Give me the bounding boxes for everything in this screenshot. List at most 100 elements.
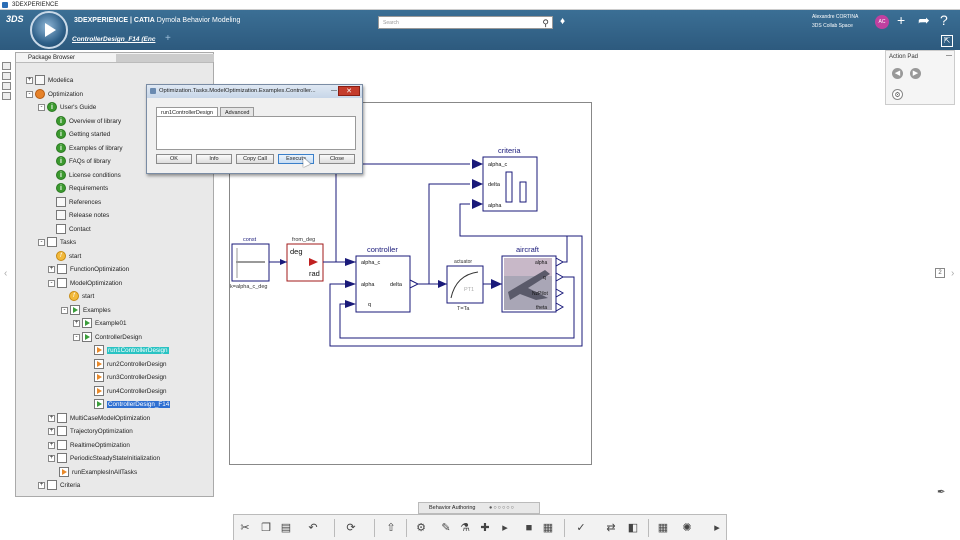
tree-node-run2[interactable]: run2ControllerDesign bbox=[94, 359, 167, 371]
actuator-label: actuator bbox=[454, 259, 472, 265]
tag-icon[interactable]: ♦ bbox=[560, 16, 566, 27]
tree-node-functionoptimization[interactable]: +FunctionOptimization bbox=[48, 264, 130, 275]
tree-node-references[interactable]: References bbox=[56, 197, 101, 209]
book-icon bbox=[56, 197, 66, 208]
check-icon[interactable]: ✎ bbox=[441, 522, 451, 534]
tree-node-run3[interactable]: run3ControllerDesign bbox=[94, 372, 167, 384]
settings-icon[interactable]: ⚙ bbox=[892, 89, 903, 100]
aircraft-out-q: q bbox=[543, 275, 546, 281]
close-button[interactable]: Close bbox=[319, 154, 355, 164]
cut-icon[interactable]: ✂ bbox=[240, 522, 250, 534]
execute-button[interactable]: Execute bbox=[278, 154, 314, 164]
aircraft-label: aircraft bbox=[516, 245, 540, 254]
next-icon[interactable]: ▸ bbox=[502, 522, 508, 534]
connect-icon[interactable]: ⇄ bbox=[606, 522, 616, 534]
side-panel-icon[interactable]: 2 bbox=[935, 268, 945, 278]
strip-button[interactable] bbox=[2, 82, 11, 90]
copy-call-button[interactable]: Copy Call bbox=[236, 154, 274, 164]
ok-button[interactable]: OK bbox=[156, 154, 192, 164]
tree-node-modeloptimization[interactable]: -ModelOptimization bbox=[48, 278, 122, 290]
user-info[interactable]: Alexandre CORTINA 3DS Collab Space bbox=[812, 14, 859, 29]
tab-controllerdesign-f14[interactable]: ControllerDesign_F14 (Enc bbox=[72, 36, 156, 43]
action-pad-collapse-icon[interactable]: — bbox=[946, 53, 952, 59]
package-icon bbox=[57, 278, 67, 289]
help-icon[interactable]: ? bbox=[940, 12, 948, 28]
simulate-icon[interactable]: ⚙ bbox=[416, 522, 426, 534]
brand-title: 3DEXPERIENCE | CATIA Dymola Behavior Mod… bbox=[74, 17, 241, 24]
tree-node-examples[interactable]: -Examples bbox=[61, 305, 111, 317]
step-icon[interactable]: ▦ bbox=[542, 522, 554, 534]
strip-button[interactable] bbox=[2, 92, 11, 100]
tree-node-trajectory[interactable]: +TrajectoryOptimization bbox=[48, 426, 133, 437]
ds-icon[interactable]: ✺ bbox=[682, 522, 692, 534]
tree-node-periodic[interactable]: +PeriodicSteadyStateInitialization bbox=[48, 453, 160, 464]
tree-node-runexamples[interactable]: runExamplesInAllTasks bbox=[59, 467, 137, 479]
page-dots-icon[interactable]: ●○○○○○ bbox=[489, 505, 515, 511]
tree-node-controllerdesign[interactable]: -ControllerDesign bbox=[73, 332, 142, 344]
info-button[interactable]: Info bbox=[196, 154, 232, 164]
tree-node-tasks[interactable]: -Tasks bbox=[38, 237, 76, 249]
compass-icon[interactable] bbox=[30, 11, 68, 49]
experiment-icon[interactable]: ⚗ bbox=[460, 522, 470, 534]
forward-icon[interactable]: ▶ bbox=[910, 68, 921, 79]
left-nav-arrow-icon[interactable]: ‹ bbox=[4, 268, 8, 279]
minimize-icon[interactable]: — bbox=[331, 88, 337, 94]
diagram-icon[interactable]: ◧ bbox=[627, 522, 639, 534]
info-icon: i bbox=[56, 143, 66, 154]
strip-button[interactable] bbox=[2, 62, 11, 70]
controller-in-q: q bbox=[368, 302, 371, 308]
update-icon[interactable]: ⟳ bbox=[346, 522, 356, 534]
tree-node-controllerdesign-f14[interactable]: ControllerDesign_F14 bbox=[94, 399, 171, 411]
undo-icon[interactable]: ↶ bbox=[308, 522, 318, 534]
copy-icon[interactable]: ❐ bbox=[261, 522, 271, 534]
action-bar: ✂ ❐ ▤ ↶ ⟳ ⇧ ⚙ ✎ ⚗ ✚ ▸ ■ ▦ ✓ ⇄ ◧ ▦ ✺ ▸ bbox=[233, 514, 727, 540]
tree-node-multicase[interactable]: +MultiCaseModelOptimization bbox=[48, 413, 151, 424]
tree-node-criteria[interactable]: +Criteria bbox=[38, 480, 81, 491]
dialog-close-button[interactable]: ✕ bbox=[338, 86, 360, 96]
tree-node-run1[interactable]: run1ControllerDesign bbox=[94, 345, 169, 357]
strip-button[interactable] bbox=[2, 72, 11, 80]
tree-node-realtime[interactable]: +RealtimeOptimization bbox=[48, 440, 130, 451]
add-icon[interactable]: + bbox=[897, 12, 906, 28]
criteria-in-alpha-c: alpha_c bbox=[488, 162, 508, 168]
tree-node-run4[interactable]: run4ControllerDesign bbox=[94, 386, 167, 398]
horizontal-scrollbar[interactable] bbox=[116, 54, 214, 62]
back-icon[interactable]: ◀ bbox=[892, 68, 903, 79]
stop-icon[interactable]: ■ bbox=[525, 522, 533, 534]
tools-icon[interactable]: ▦ bbox=[657, 522, 669, 534]
share-icon[interactable]: ➦ bbox=[918, 12, 930, 28]
plot-icon[interactable]: ✚ bbox=[480, 522, 490, 534]
dialog-title[interactable]: Optimization.Tasks.ModelOptimization.Exa… bbox=[147, 85, 362, 98]
right-nav-arrow-icon[interactable]: › bbox=[951, 268, 955, 279]
function-icon: f bbox=[69, 291, 79, 302]
tree-node-release-notes[interactable]: Release notes bbox=[56, 210, 109, 222]
actuator-block[interactable] bbox=[446, 265, 484, 304]
search-icon[interactable]: ⚲ bbox=[542, 18, 549, 28]
tree-node-modelica[interactable]: +Modelica bbox=[26, 75, 74, 86]
tree-node-example01[interactable]: +Example01 bbox=[73, 318, 127, 329]
new-tab-icon[interactable]: + bbox=[165, 33, 171, 44]
package-icon bbox=[57, 413, 67, 424]
expand-icon[interactable]: ⇱ bbox=[941, 35, 953, 47]
paste-icon[interactable]: ▤ bbox=[280, 522, 292, 534]
tree-node-optimization[interactable]: -Optimization bbox=[26, 89, 83, 101]
from-deg-label: from_deg bbox=[292, 237, 315, 243]
search-input[interactable]: Search ⚲ bbox=[378, 16, 553, 29]
pen-icon[interactable]: ✒ bbox=[937, 487, 946, 498]
export-icon[interactable]: ⇧ bbox=[386, 522, 396, 534]
more-icon[interactable]: ▸ bbox=[714, 522, 720, 534]
tree-node-contact[interactable]: Contact bbox=[56, 224, 91, 236]
behavior-authoring-tab[interactable]: Behavior Authoring ●○○○○○ bbox=[418, 502, 540, 514]
validate-icon[interactable]: ✓ bbox=[576, 522, 586, 534]
avatar[interactable]: AC bbox=[875, 15, 889, 29]
